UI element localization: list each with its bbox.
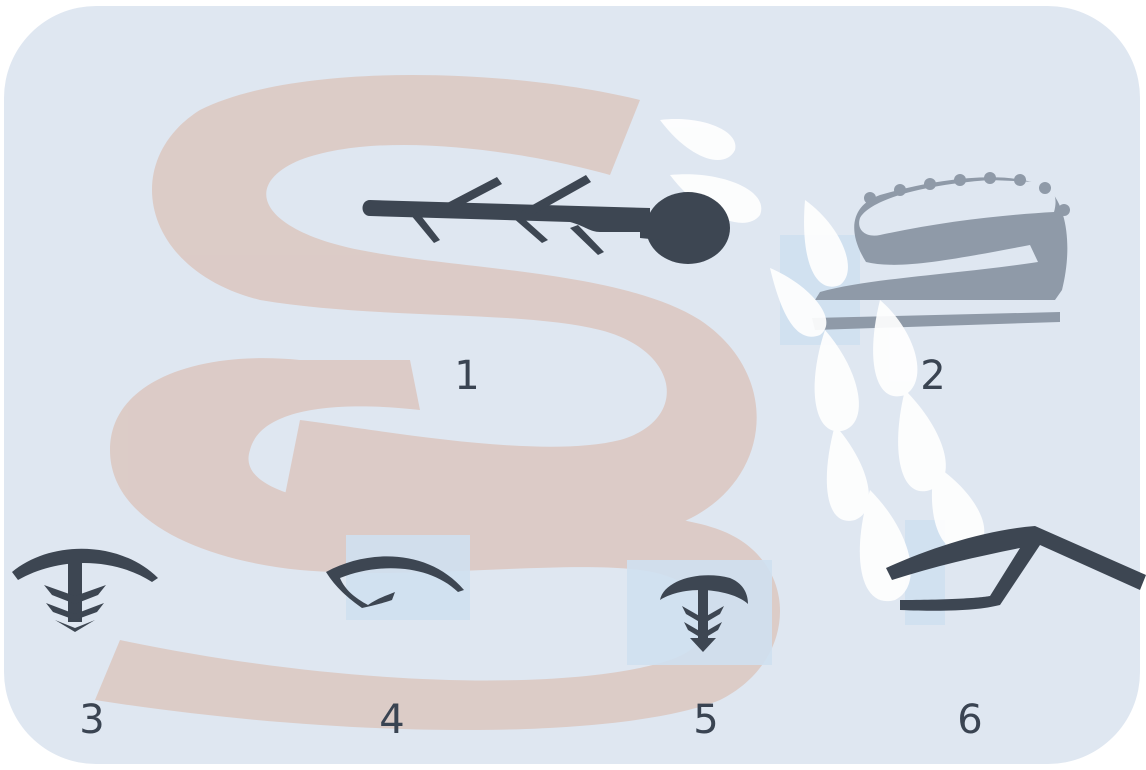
profile-number-1: 1 xyxy=(454,353,480,399)
profile-number-4: 4 xyxy=(379,697,405,743)
profile-number-5: 5 xyxy=(693,697,719,743)
profile-number-6: 6 xyxy=(957,697,983,743)
arrow-fin-seal-profile xyxy=(12,548,158,632)
angle-lip-seal-profile xyxy=(886,526,1146,611)
panel-background xyxy=(4,6,1140,764)
teeth xyxy=(864,172,1070,216)
lip-seal-profile xyxy=(326,556,464,608)
profile-number-3: 3 xyxy=(79,697,105,743)
profile-number-2: 2 xyxy=(920,353,946,399)
toothed-loop-seal-profile xyxy=(812,172,1070,330)
branched-bulb-seal-profile xyxy=(362,175,730,264)
mushroom-fin-seal-profile xyxy=(660,575,748,652)
